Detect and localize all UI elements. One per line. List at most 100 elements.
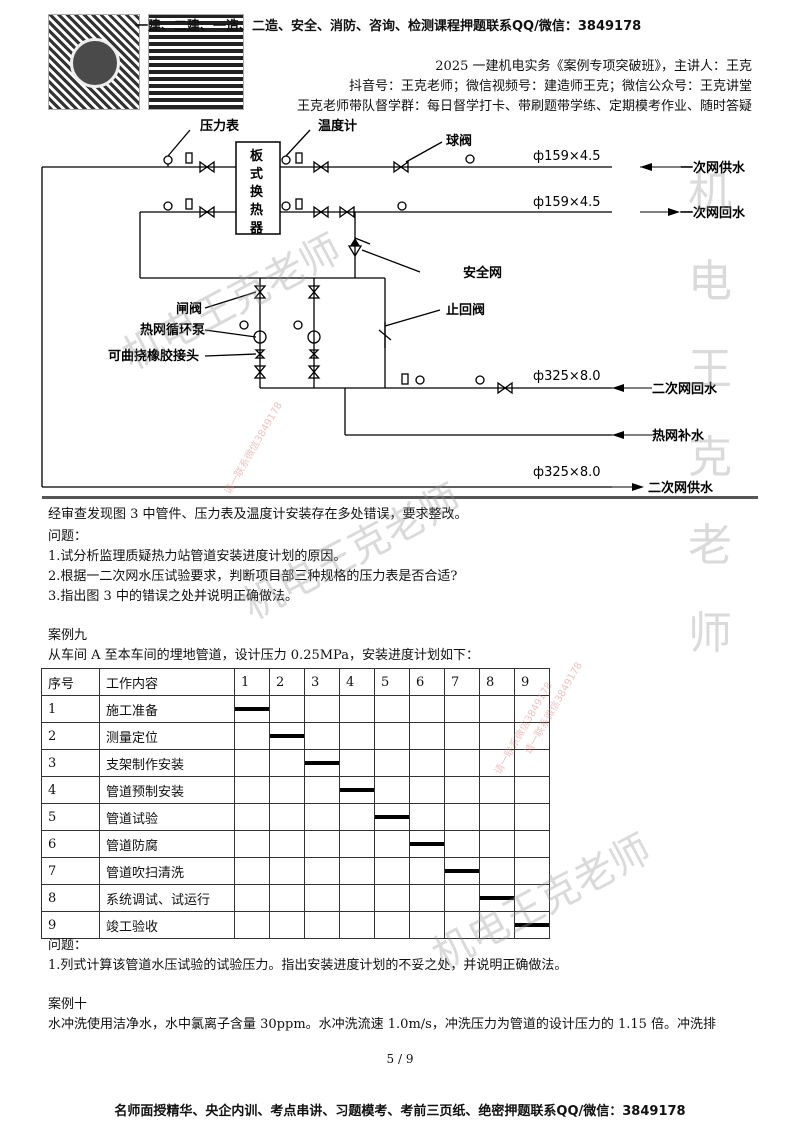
month-cell <box>269 911 305 939</box>
month-cell <box>479 776 515 804</box>
label-rubber-joint: 可曲挠橡胶接头 <box>108 348 199 364</box>
month-cell <box>234 749 270 777</box>
qr-code-wechat <box>148 14 244 110</box>
gantt-bar <box>270 734 304 738</box>
month-cell <box>339 776 375 804</box>
month-cell <box>234 857 270 885</box>
month-cell <box>304 749 340 777</box>
row-task: 管道吹扫清洗 <box>99 857 235 885</box>
row-task: 施工准备 <box>99 695 235 723</box>
row-number: 4 <box>41 776 100 804</box>
label-hx-1: 板 <box>250 148 264 164</box>
label-pressure-gauge: 压力表 <box>200 118 240 134</box>
month-cell <box>269 884 305 912</box>
avatar <box>70 38 120 88</box>
month-cell <box>479 884 515 912</box>
review-text: 经审查发现图 3 中管件、压力表及温度计安装存在多处错误，要求整改。 <box>48 507 468 522</box>
row-task: 测量定位 <box>99 722 235 750</box>
month-cell <box>304 911 340 939</box>
month-cell <box>409 749 445 777</box>
month-cell <box>514 722 550 750</box>
header-month: 8 <box>486 674 495 690</box>
month-cell <box>339 803 375 831</box>
month-cell <box>234 776 270 804</box>
header-contact-line: 一建、二建、一造、二造、安全、消防、咨询、检测课程押题联系QQ/微信：38491… <box>135 19 642 34</box>
month-cell <box>444 803 480 831</box>
month-cell <box>374 695 410 723</box>
case10-text: 水冲洗使用洁净水，水中氯离子含量 30ppm。水冲洗流速 1.0m/s，冲洗压力… <box>48 1017 717 1032</box>
month-cell <box>234 695 270 723</box>
month-cell <box>514 830 550 858</box>
label-check-valve: 止回阀 <box>446 302 485 318</box>
row-task: 管道预制安装 <box>99 776 235 804</box>
month-cell <box>374 884 410 912</box>
pipe-spec-3: ф325×8.0 <box>533 369 601 384</box>
month-cell <box>304 776 340 804</box>
month-cell <box>409 803 445 831</box>
month-cell <box>514 749 550 777</box>
month-cell <box>479 911 515 939</box>
month-cell <box>514 803 550 831</box>
month-cell <box>479 857 515 885</box>
month-cell <box>234 830 270 858</box>
case9-questions-label: 问题： <box>48 938 88 953</box>
month-cell <box>269 857 305 885</box>
header-month: 5 <box>381 674 390 690</box>
row-number: 9 <box>41 911 100 939</box>
month-cell <box>234 803 270 831</box>
month-cell <box>444 857 480 885</box>
row-task: 管道试验 <box>99 803 235 831</box>
month-cell <box>514 695 550 723</box>
header-month: 6 <box>416 674 425 690</box>
month-cell <box>479 830 515 858</box>
month-cell <box>479 695 515 723</box>
month-cell <box>234 911 270 939</box>
label-gate-valve: 闸阀 <box>176 301 202 317</box>
month-cell <box>444 776 480 804</box>
month-cell <box>374 749 410 777</box>
row-number: 1 <box>41 695 100 723</box>
header-month: 7 <box>451 674 460 690</box>
month-cell <box>444 722 480 750</box>
month-cell <box>409 695 445 723</box>
gantt-bar <box>445 869 479 873</box>
header-group-line: 王克老师带队督学群：每日督学打卡、带刷题带学练、定期模考作业、随时答疑 <box>296 99 752 114</box>
label-ball-valve: 球阀 <box>446 133 472 149</box>
month-cell <box>409 911 445 939</box>
case9-title: 案例九 <box>48 628 88 643</box>
gantt-bar <box>480 896 514 900</box>
footer-contact: 名师面授精华、央企内训、考点串讲、习题模考、考前三页纸、绝密押题联系QQ/微信：… <box>114 1104 686 1119</box>
month-cell <box>409 830 445 858</box>
row-task: 管道防腐 <box>99 830 235 858</box>
month-cell <box>374 911 410 939</box>
label-hx-5: 器 <box>249 221 264 236</box>
month-cell <box>514 857 550 885</box>
row-number: 2 <box>41 722 100 750</box>
header-month: 9 <box>521 674 530 690</box>
month-cell <box>374 722 410 750</box>
case10-title: 案例十 <box>48 997 88 1012</box>
header-month: 4 <box>346 674 355 690</box>
month-cell <box>479 722 515 750</box>
month-cell <box>234 884 270 912</box>
month-cell <box>269 776 305 804</box>
header-month: 2 <box>276 674 285 690</box>
month-cell <box>339 722 375 750</box>
gantt-bar <box>235 707 269 711</box>
month-cell <box>514 911 550 939</box>
month-cell <box>409 884 445 912</box>
month-cell <box>409 857 445 885</box>
month-cell <box>409 776 445 804</box>
month-cell <box>339 884 375 912</box>
label-primary-return: 一次网回水 <box>680 205 746 221</box>
row-task: 竣工验收 <box>99 911 235 939</box>
month-cell <box>339 857 375 885</box>
